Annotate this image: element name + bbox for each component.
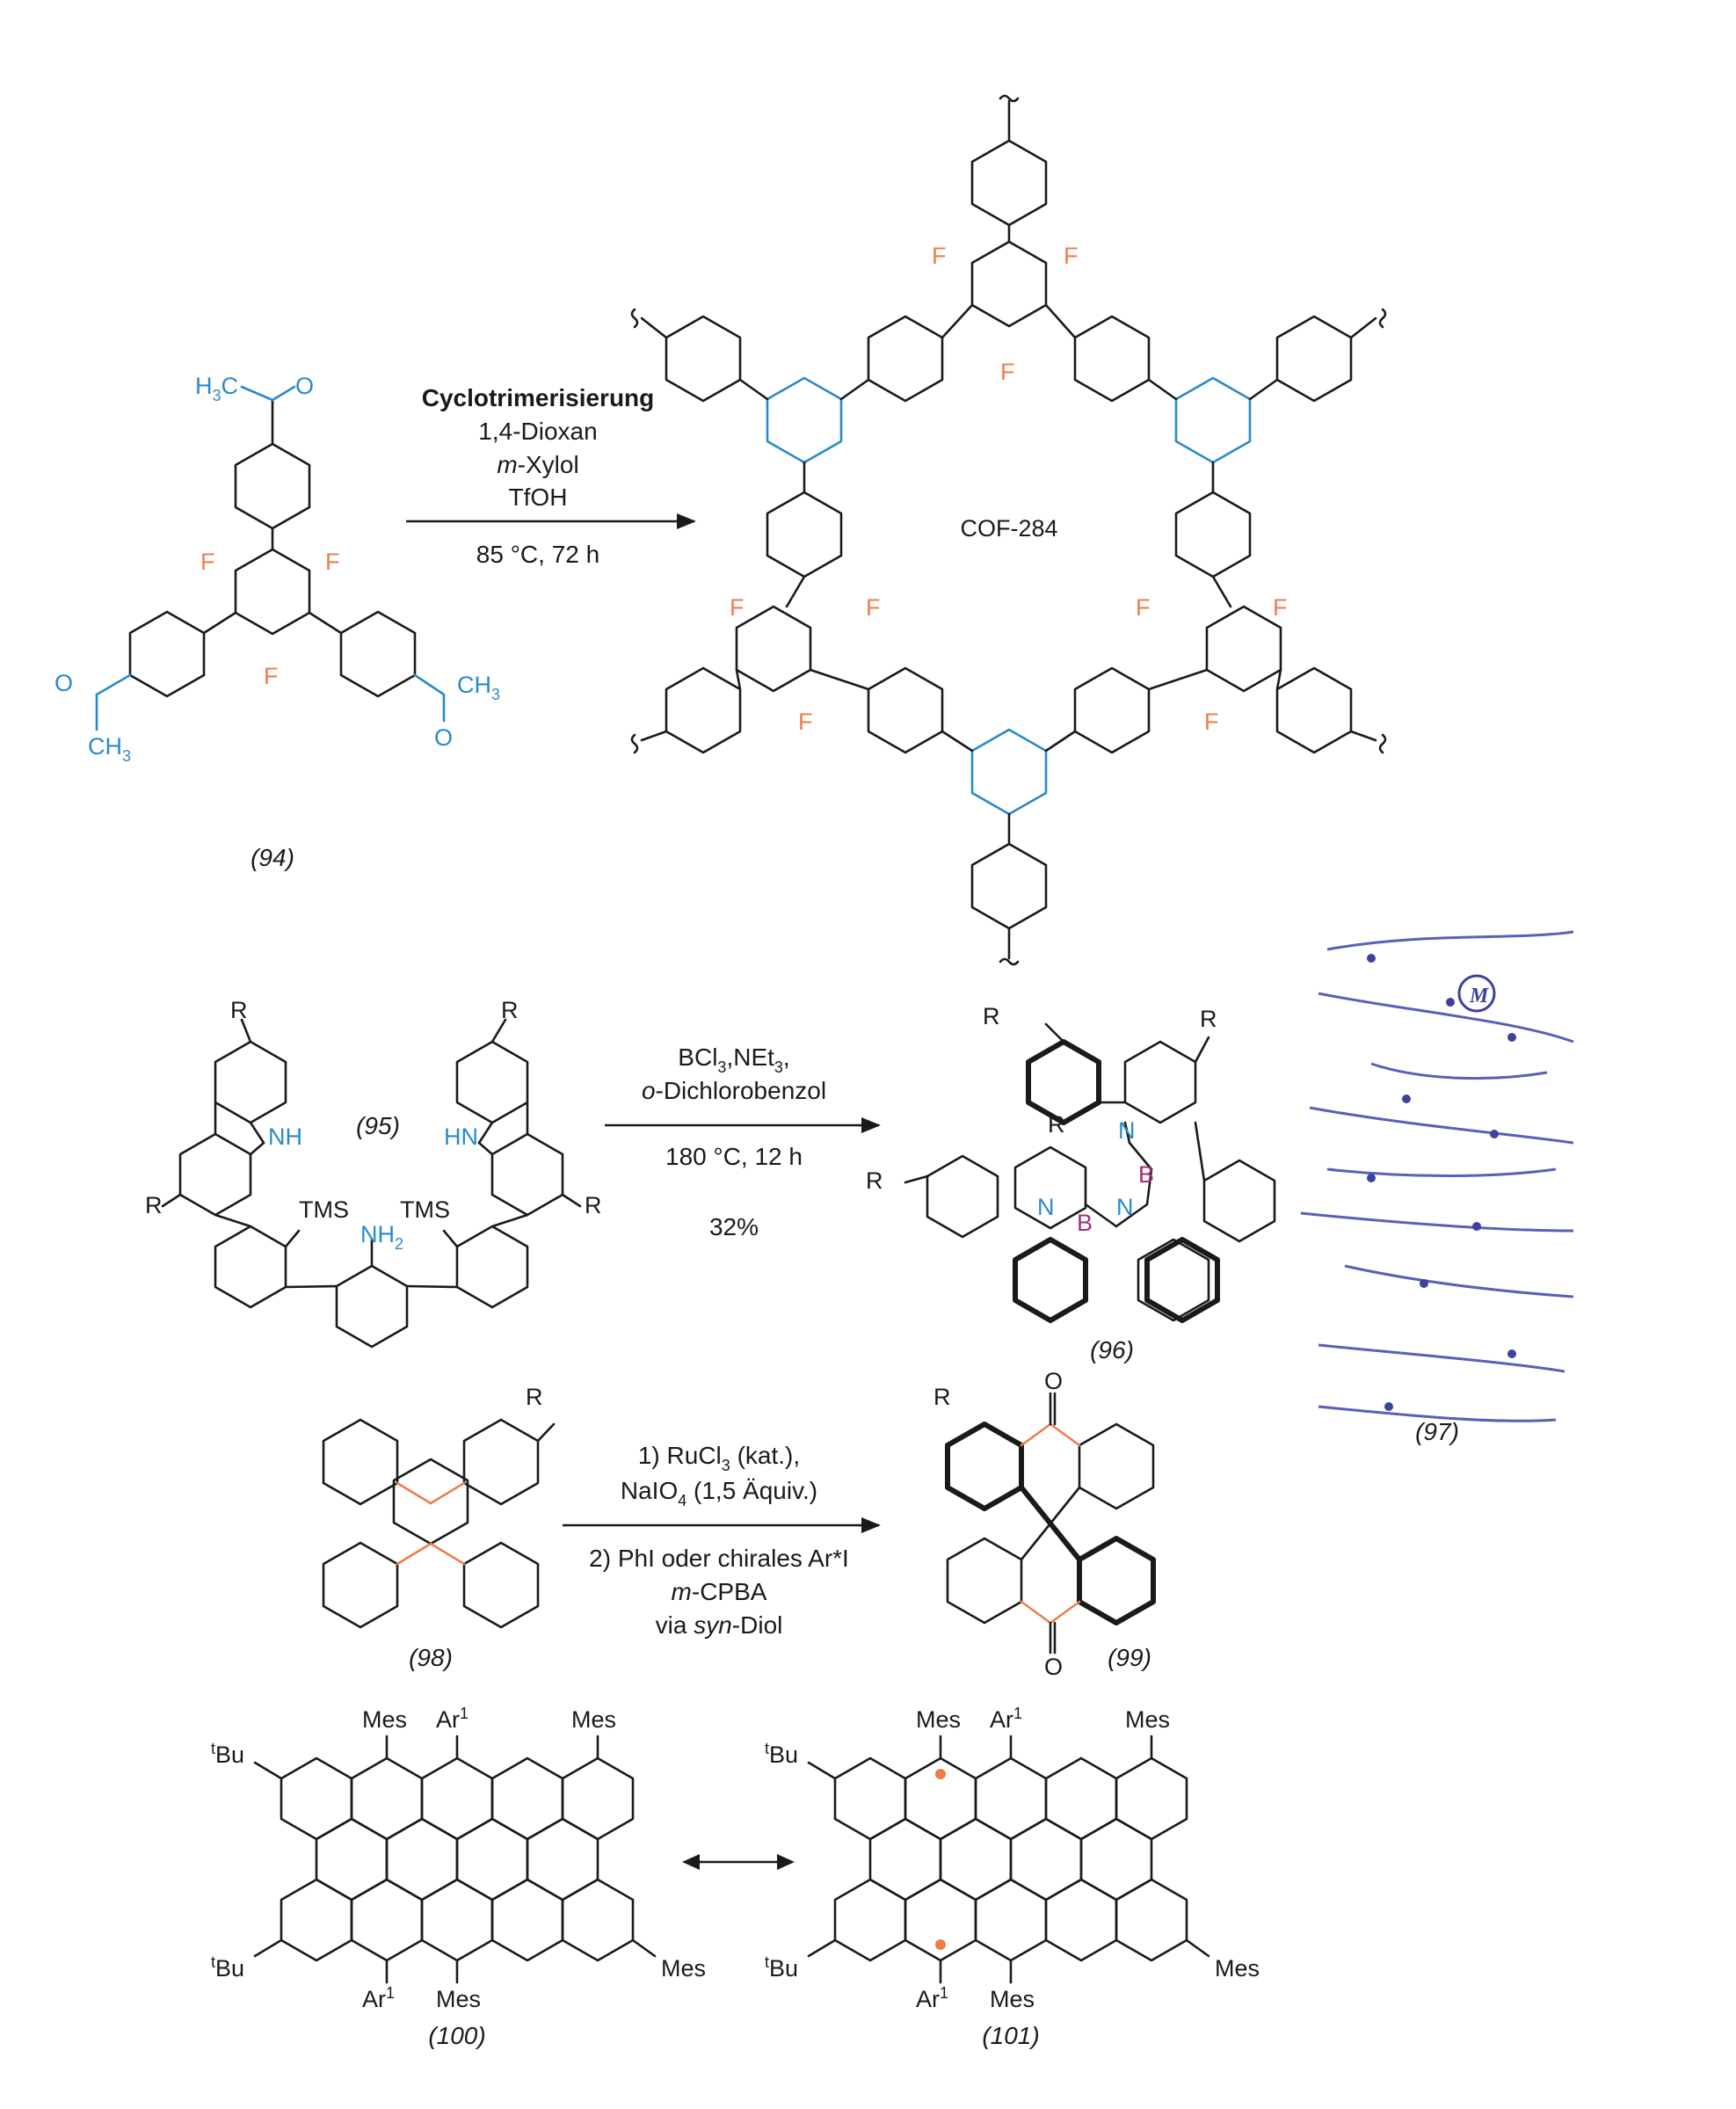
atom-b: B: [1138, 1161, 1154, 1188]
atom-f: F: [932, 243, 947, 269]
atom-r: R: [933, 1384, 951, 1410]
atom-mes: Mes: [571, 1706, 616, 1733]
compound-95-structure: [161, 1018, 582, 1349]
compound-label-97: (97): [1415, 1418, 1459, 1445]
atom-mes: Mes: [1215, 1955, 1260, 1982]
atom-ar1: Ar1: [362, 1984, 395, 2012]
compound-label-100: (100): [428, 2022, 485, 2049]
atom-r: R: [230, 997, 248, 1023]
reaction3-via: via syn-Diol: [656, 1611, 783, 1639]
reaction2-arrowhead: [861, 1117, 881, 1133]
atom-ar1: Ar1: [436, 1705, 469, 1733]
reaction2-reagents: BCl3,NEt3,: [678, 1044, 789, 1076]
atom-f: F: [325, 549, 340, 575]
compound-98-structure: [322, 1418, 556, 1629]
resonance-arrowhead-right: [777, 1854, 795, 1870]
atom-mes: Mes: [990, 1986, 1035, 2012]
atom-o: O: [1044, 1368, 1063, 1394]
atom-f: F: [200, 549, 215, 575]
compound-100-structure: [253, 1734, 657, 1984]
atom-tbu: tBu: [211, 1953, 244, 1982]
compound-label-98: (98): [409, 1644, 453, 1671]
atom-o: O: [295, 373, 314, 399]
compound-94-structure: [95, 385, 446, 731]
atom-o: O: [1044, 1654, 1063, 1680]
atom-n: N: [1037, 1194, 1055, 1220]
compound-99-structure: [945, 1392, 1156, 1654]
atom-r: R: [585, 1192, 602, 1218]
cof-284-structure: [630, 94, 1387, 966]
reaction3-arrowhead: [861, 1517, 881, 1533]
reaction1-arrowhead: [677, 513, 696, 529]
atom-f: F: [730, 594, 745, 621]
reaction1-solvent2: m-Xylol: [497, 451, 578, 478]
atom-nh: NH: [268, 1124, 302, 1150]
atom-tbu: tBu: [765, 1953, 798, 1982]
atom-nh2: NH2: [360, 1221, 403, 1253]
atom-r: R: [145, 1192, 163, 1218]
compound-label-101: (101): [982, 2022, 1039, 2049]
reaction2-yield: 32%: [709, 1213, 759, 1240]
compound-label-96: (96): [1090, 1336, 1134, 1364]
atom-mes: Mes: [916, 1706, 961, 1733]
atom-tbu: tBu: [765, 1740, 798, 1768]
atom-f: F: [1064, 243, 1079, 269]
atom-o: O: [434, 724, 453, 751]
atom-f: F: [1000, 359, 1015, 385]
reaction3-oxidant: NaIO4 (1,5 Äquiv.): [621, 1477, 817, 1509]
atom-mes: Mes: [362, 1706, 407, 1733]
compound-101-structure: [807, 1734, 1210, 1984]
reaction2-conditions: 180 °C, 12 h: [665, 1143, 803, 1170]
reaction1-solvent1: 1,4-Dioxan: [478, 418, 597, 445]
reaction1-conditions: 85 °C, 72 h: [476, 541, 599, 568]
atom-mes: Mes: [1125, 1706, 1170, 1733]
atom-r: R: [526, 1384, 543, 1410]
atom-f: F: [866, 594, 881, 621]
atom-r: R: [1048, 1111, 1065, 1138]
atom-f: F: [1273, 594, 1288, 621]
atom-r: R: [983, 1003, 1000, 1029]
atom-h3c: H3C: [195, 373, 238, 404]
atom-tbu: tBu: [211, 1740, 244, 1768]
atom-hn: HN: [444, 1124, 478, 1150]
atom-tms: TMS: [299, 1196, 349, 1223]
reaction3-oxidant2: m-CPBA: [672, 1578, 767, 1605]
helix-handedness-label: M: [1469, 985, 1490, 1007]
compound-96-structure: [904, 1022, 1276, 1323]
atom-f: F: [264, 663, 279, 689]
compound-97-helix: [1300, 930, 1574, 1422]
atom-mes: Mes: [661, 1955, 706, 1982]
atom-n: N: [1116, 1194, 1134, 1220]
atom-b: B: [1077, 1210, 1093, 1236]
reaction2-solvent: o-Dichlorobenzol: [642, 1077, 826, 1104]
atom-ch3: CH3: [88, 733, 131, 765]
reaction3-step2: 2) PhI oder chirales Ar*I: [589, 1545, 849, 1572]
resonance-arrowhead-left: [682, 1854, 700, 1870]
atom-f: F: [798, 709, 813, 735]
atom-r: R: [866, 1167, 883, 1194]
atom-ar1: Ar1: [916, 1984, 948, 2012]
atom-ar1: Ar1: [990, 1705, 1022, 1733]
atom-tms: TMS: [400, 1196, 450, 1223]
reaction3-step1: 1) RuCl3 (kat.),: [638, 1442, 800, 1474]
compound-label-95: (95): [356, 1112, 400, 1139]
cof-label: COF-284: [960, 515, 1057, 542]
atom-n: N: [1118, 1117, 1136, 1144]
compound-label-99: (99): [1108, 1644, 1151, 1671]
atom-r: R: [501, 997, 519, 1023]
reaction1-acid: TfOH: [509, 484, 568, 511]
atom-r: R: [1200, 1006, 1217, 1032]
atom-ch3: CH3: [457, 672, 500, 703]
atom-mes: Mes: [436, 1986, 481, 2012]
atom-f: F: [1136, 594, 1151, 621]
reaction1-title: Cyclotrimerisierung: [422, 384, 655, 411]
atom-o: O: [54, 670, 73, 696]
compound-label-94: (94): [251, 844, 294, 871]
atom-f: F: [1204, 709, 1219, 735]
